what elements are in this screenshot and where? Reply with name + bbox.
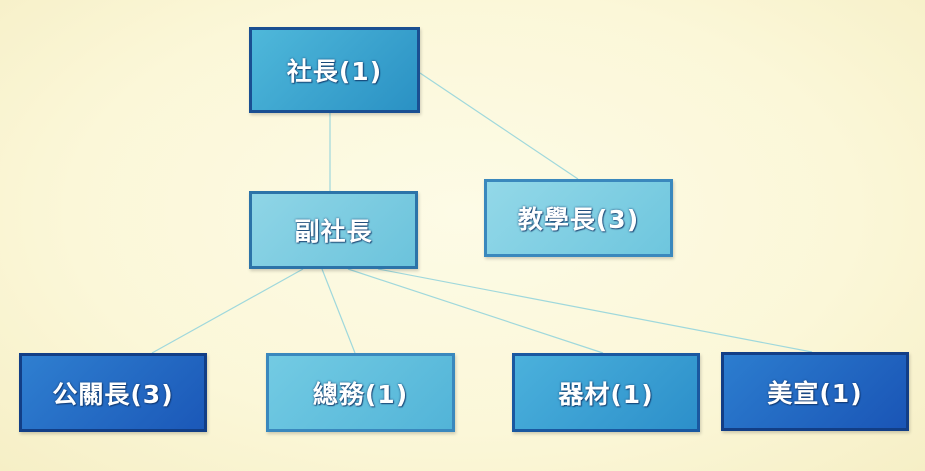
node-equipment-label: 器材(1) (558, 379, 654, 409)
connector-vice-pr (151, 268, 304, 354)
connector-vice-equipment (347, 268, 604, 354)
connector-root-teaching (419, 72, 579, 180)
node-president-label: 社長(1) (286, 57, 383, 86)
node-equipment: 器材(1) (512, 353, 700, 432)
node-public-relations: 公關長(3) (19, 353, 207, 432)
node-general-affairs-label: 總務(1) (312, 379, 409, 409)
node-vice-president: 副社長 (249, 191, 418, 269)
node-public-relations-label: 公關長(3) (52, 379, 174, 409)
connector-vice-art (377, 268, 813, 353)
node-art-promotion-label: 美宣(1) (767, 378, 863, 408)
connector-vice-general (321, 268, 356, 354)
node-art-promotion: 美宣(1) (721, 352, 909, 431)
node-teaching-lead: 教學長(3) (484, 179, 673, 257)
node-teaching-lead-label: 教學長(3) (517, 205, 640, 234)
node-president: 社長(1) (249, 27, 420, 113)
node-vice-president-label: 副社長 (294, 217, 373, 246)
node-general-affairs: 總務(1) (266, 353, 455, 432)
